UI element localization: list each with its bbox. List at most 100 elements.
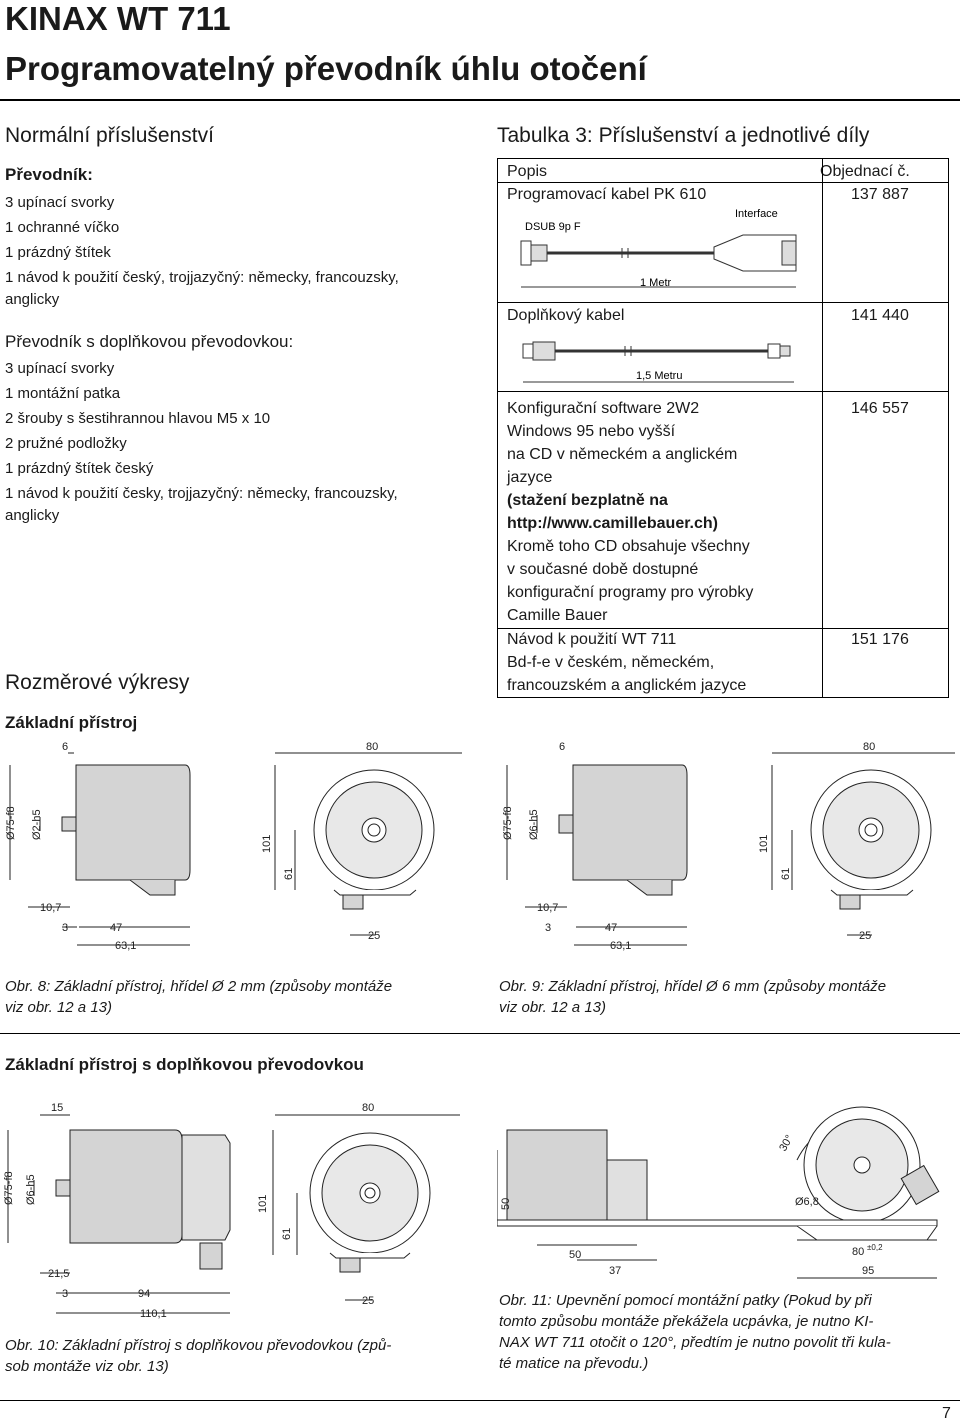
dim-6: 6 bbox=[559, 741, 565, 753]
dim-47: 47 bbox=[110, 922, 122, 934]
row4-line: Bd-f-e v českém, německém, bbox=[507, 654, 715, 671]
caption-line: Obr. 9: Základní přístroj, hřídel Ø 6 mm… bbox=[499, 978, 887, 995]
list-item: 3 upínací svorky bbox=[5, 194, 115, 211]
row3-url-line: http://www.camillebauer.ch) bbox=[507, 515, 718, 532]
caption-line: viz obr. 12 a 13) bbox=[499, 999, 606, 1016]
caption-line: Obr. 11: Upevnění pomocí montážní patky … bbox=[499, 1292, 872, 1309]
list-item: 1 ochranné víčko bbox=[5, 219, 120, 236]
dim-21-5: 21,5 bbox=[48, 1268, 69, 1280]
row4-order: 151 176 bbox=[851, 631, 909, 648]
caption-line: sob montáže viz obr. 13) bbox=[5, 1358, 169, 1375]
dim-80-tolerance: ±0,2 bbox=[867, 1243, 883, 1252]
header-divider bbox=[498, 182, 948, 183]
caption-line: viz obr. 12 a 13) bbox=[5, 999, 112, 1016]
dim-30-deg: 30° bbox=[777, 1133, 796, 1153]
col-header-order: Objednací č. bbox=[820, 163, 910, 180]
column-divider bbox=[822, 159, 823, 697]
row3-line: Camille Bauer bbox=[507, 607, 608, 624]
dim-63-1: 63,1 bbox=[115, 940, 136, 952]
interface-label: Interface bbox=[735, 208, 778, 220]
dsub-label: DSUB 9p F bbox=[525, 221, 581, 233]
dim-80: 80 bbox=[366, 741, 378, 753]
list-item: 3 upínací svorky bbox=[5, 360, 115, 377]
dim-10-7: 10,7 bbox=[537, 902, 558, 914]
dim-25: 25 bbox=[859, 930, 871, 942]
dim-50: 50 bbox=[569, 1249, 581, 1261]
dim-3: 3 bbox=[62, 1288, 68, 1300]
caption-line: tomto způsobu montáže překážela ucpávka,… bbox=[499, 1313, 874, 1330]
list-item: anglicky bbox=[5, 291, 60, 308]
fig10-caption: Obr. 10: Základní přístroj s doplňkovou … bbox=[5, 1335, 391, 1377]
row4-line: Návod k použití WT 711 bbox=[507, 631, 677, 648]
col-header-desc: Popis bbox=[507, 163, 548, 180]
row4-line: francouzském a anglickém jazyce bbox=[507, 677, 747, 694]
dim-63-1: 63,1 bbox=[610, 940, 631, 952]
list-item: 1 návod k použití česky, trojjazyčný: ně… bbox=[5, 485, 398, 502]
row-divider bbox=[498, 628, 948, 629]
figure-8-drawing: 6 80 Ø75-f8 Ø2-h5 101 61 10,7 3 47 63,1 … bbox=[5, 741, 462, 952]
accessories-table: Popis Objednací č. Programovací kabel PK… bbox=[497, 158, 949, 698]
group2-list: 3 upínací svorky 1 montážní patka 2 šrou… bbox=[5, 356, 398, 528]
caption-line: té matice na převodu.) bbox=[499, 1355, 649, 1372]
list-item: 2 šrouby s šestihrannou hlavou M5 x 10 bbox=[5, 410, 271, 427]
group1-title: Převodník: bbox=[5, 165, 93, 184]
dim-2-h5: Ø2-h5 bbox=[31, 809, 43, 840]
dim-95: 95 bbox=[862, 1265, 874, 1277]
row3-line: jazyce bbox=[507, 469, 553, 486]
figure-11-drawing: 30° 50 Ø6,8 50 80 ±0,2 37 95 bbox=[497, 1106, 940, 1279]
list-item: 1 prázdný štítek český bbox=[5, 460, 154, 477]
row3-line: Konfigurační software 2W2 bbox=[507, 400, 700, 417]
programming-cable-drawing: DSUB 9p F Interface 1 Metr bbox=[520, 208, 797, 289]
extension-cable-drawing: 1,5 Metru bbox=[522, 341, 794, 383]
list-item: 1 prázdný štítek bbox=[5, 244, 111, 261]
section-title-accessories: Normální příslušenství bbox=[5, 124, 214, 147]
title-line-1: KINAX WT 711 bbox=[5, 0, 231, 37]
section-rule bbox=[0, 1033, 960, 1034]
dim-37: 37 bbox=[609, 1265, 621, 1277]
dim-110-1: 110,1 bbox=[140, 1308, 167, 1320]
row3-desc: Konfigurační software 2W2 Windows 95 neb… bbox=[507, 397, 812, 627]
length-label-1m: 1 Metr bbox=[640, 277, 672, 289]
dim-75-f8: Ø75-f8 bbox=[3, 1171, 15, 1205]
dim-6-h5: Ø6-h5 bbox=[528, 809, 540, 840]
basic-device-title: Základní přístroj bbox=[5, 713, 138, 732]
row3-line: Windows 95 nebo vyšší bbox=[507, 423, 676, 440]
row4-desc: Návod k použití WT 711 Bd-f-e v českém, … bbox=[507, 628, 827, 697]
dim-75-f8: Ø75-f8 bbox=[502, 806, 514, 840]
row3-line: konfigurační programy pro výrobky bbox=[507, 584, 754, 601]
gear-device-title: Základní přístroj s doplňkovou převodovk… bbox=[5, 1055, 364, 1074]
dim-101: 101 bbox=[261, 835, 273, 853]
figure-9-drawing: 6 80 Ø75-f8 Ø6-h5 101 61 10,7 3 47 63,1 … bbox=[502, 741, 955, 952]
caption-line: Obr. 8: Základní přístroj, hřídel Ø 2 mm… bbox=[5, 978, 393, 995]
dim-101: 101 bbox=[758, 835, 770, 853]
dim-80: 80 bbox=[852, 1246, 864, 1258]
dim-50-vertical: 50 bbox=[500, 1198, 512, 1210]
fig8-caption: Obr. 8: Základní přístroj, hřídel Ø 2 mm… bbox=[5, 976, 392, 1018]
dim-61: 61 bbox=[780, 868, 792, 880]
row3-line: v současné době dostupné bbox=[507, 561, 699, 578]
footer-rule bbox=[0, 1400, 960, 1401]
list-item: 2 pružné podložky bbox=[5, 435, 127, 452]
dim-101: 101 bbox=[257, 1195, 269, 1213]
fig9-caption: Obr. 9: Základní přístroj, hřídel Ø 6 mm… bbox=[499, 976, 886, 1018]
list-item: 1 návod k použití český, trojjazyčný: ně… bbox=[5, 269, 399, 286]
row1-desc: Programovací kabel PK 610 bbox=[507, 186, 707, 203]
dim-6: 6 bbox=[62, 741, 68, 753]
dim-6-8: Ø6,8 bbox=[795, 1196, 819, 1208]
table-title: Tabulka 3: Příslušenství a jednotlivé dí… bbox=[497, 124, 870, 147]
row3-line: na CD v německém a anglickém bbox=[507, 446, 738, 463]
figure-10-drawing: 15 80 Ø75-f8 Ø6-h5 101 61 21,5 3 94 110,… bbox=[3, 1102, 460, 1320]
dim-3: 3 bbox=[62, 922, 68, 934]
list-item: 1 montážní patka bbox=[5, 385, 121, 402]
dim-25: 25 bbox=[362, 1295, 374, 1307]
row2-desc: Doplňkový kabel bbox=[507, 307, 625, 324]
dim-10-7: 10,7 bbox=[40, 902, 61, 914]
dim-25: 25 bbox=[368, 930, 380, 942]
header-rule bbox=[0, 99, 960, 101]
fig11-caption: Obr. 11: Upevnění pomocí montážní patky … bbox=[499, 1290, 955, 1374]
row3-download-line: (stažení bezplatně na bbox=[507, 492, 668, 509]
caption-line: Obr. 10: Základní přístroj s doplňkovou … bbox=[5, 1337, 392, 1354]
dim-15: 15 bbox=[51, 1102, 63, 1114]
group1-list: 3 upínací svorky 1 ochranné víčko 1 práz… bbox=[5, 190, 399, 312]
page-number: 7 bbox=[942, 1405, 951, 1422]
